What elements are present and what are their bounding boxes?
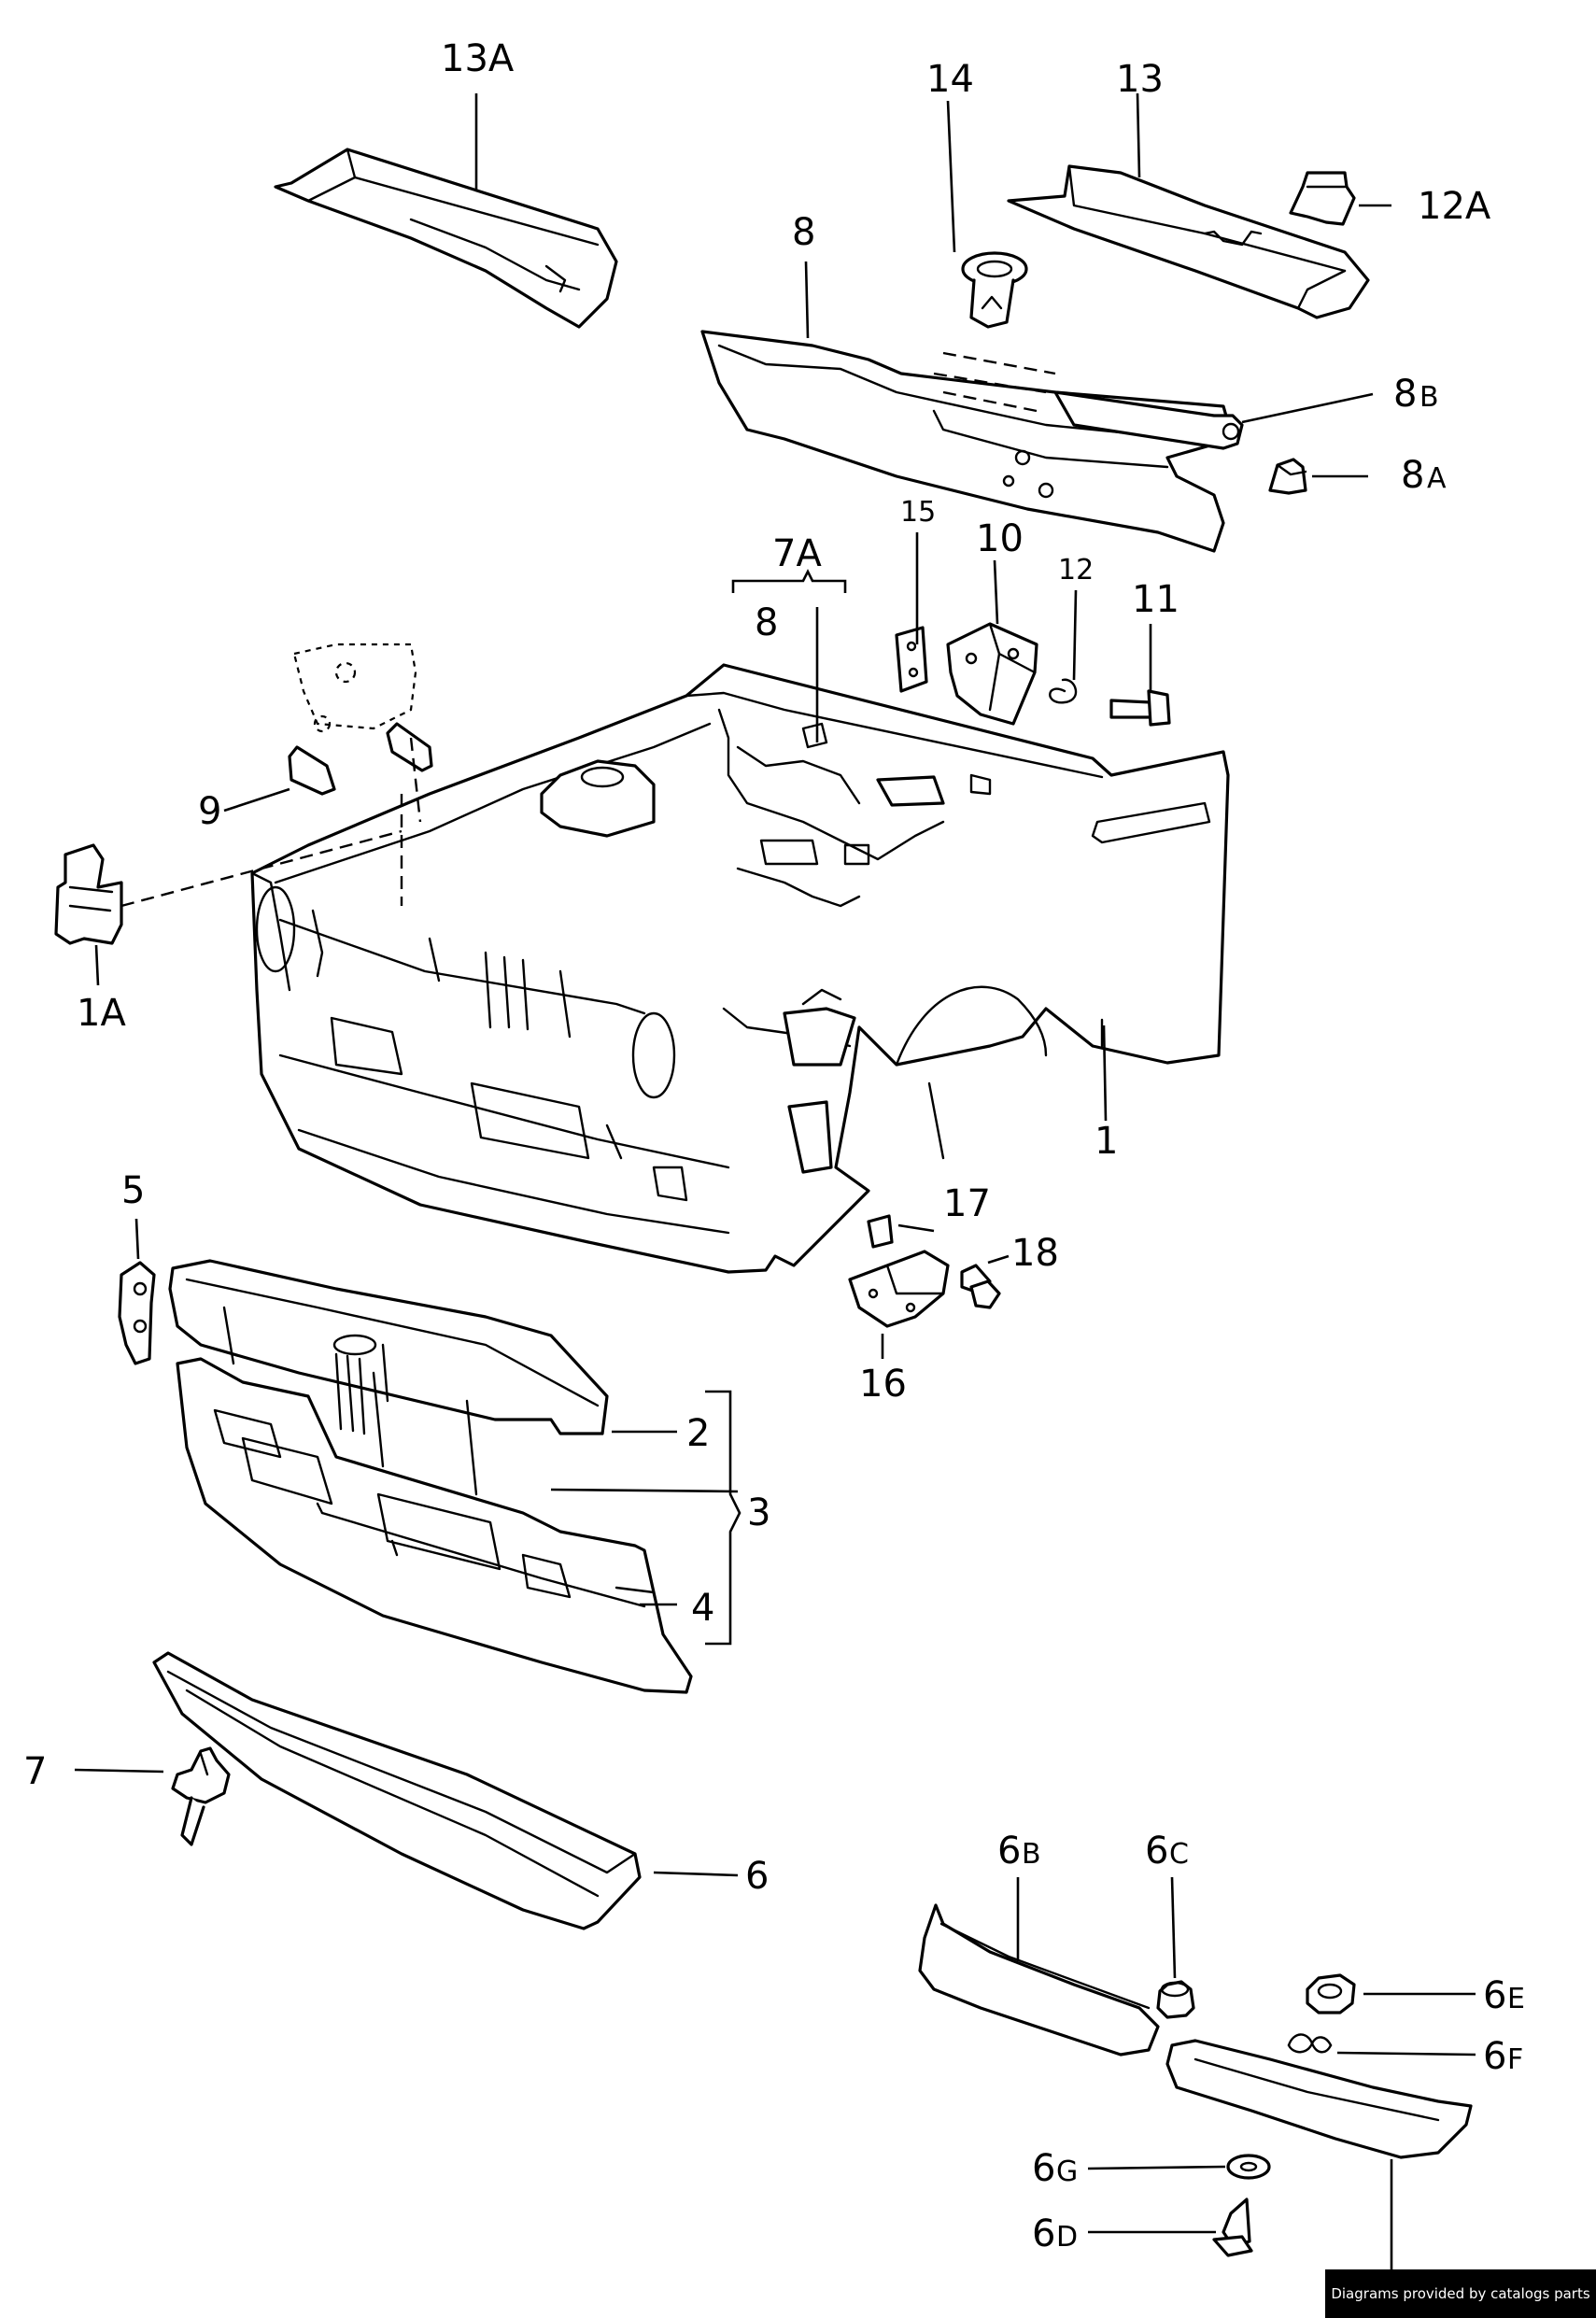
label-8b-number: 8 [1393, 373, 1417, 416]
label-7a-8: 8 [755, 601, 778, 644]
part-7-fastener [171, 1746, 231, 1846]
credit-banner: Diagrams provided by catalogs parts [1325, 2269, 1596, 2318]
label-8-top: 8 [792, 211, 815, 254]
part-8b-dashed-guide [933, 351, 1056, 413]
label-8a-number: 8 [1401, 454, 1424, 497]
part-18-screw [960, 1264, 1001, 1309]
label-18: 18 [1011, 1232, 1059, 1275]
part-13a-cowl-panel [274, 148, 618, 329]
part-6e-nut [1306, 1973, 1356, 2014]
label-6e-letter: E [1507, 1983, 1525, 2015]
label-6g-letter: G [1056, 2155, 1078, 2188]
label-6e-number: 6 [1483, 1974, 1506, 2017]
part-13-cowl-panel [1007, 164, 1370, 319]
label-9: 9 [198, 790, 221, 833]
label-6d-letter: D [1056, 2221, 1078, 2254]
bracket-3 [705, 1390, 742, 1646]
label-6g-number: 6 [1032, 2147, 1055, 2190]
label-17: 17 [943, 1182, 991, 1225]
label-14: 14 [926, 58, 974, 101]
part-6-spoiler-right [1165, 2039, 1473, 2159]
label-16: 16 [859, 1363, 907, 1406]
part-15-bracket [895, 626, 928, 693]
label-5: 5 [121, 1169, 145, 1212]
label-6: 6 [745, 1855, 769, 1898]
label-12a: 12A [1418, 185, 1491, 228]
label-6f-number: 6 [1483, 2035, 1506, 2078]
label-13a: 13A [441, 37, 515, 80]
label-4: 4 [691, 1587, 714, 1630]
part-1a-dashed-guide [120, 829, 403, 908]
label-1a: 1A [77, 992, 126, 1035]
part-4-lower-panel [176, 1352, 693, 1694]
label-8a-letter: A [1427, 462, 1447, 495]
part-16-bracket [848, 1250, 950, 1328]
part-6d-screw [1212, 2198, 1253, 2257]
part-8-upper-panel [700, 330, 1244, 553]
label-7: 7 [23, 1750, 47, 1793]
part-12a-bracket [1289, 171, 1356, 226]
label-3: 3 [747, 1491, 770, 1534]
label-6f-letter: F [1507, 2043, 1523, 2076]
part-6f-washer [1287, 2033, 1333, 2054]
part-2-upper-crossmember [168, 1259, 609, 1435]
label-6c-number: 6 [1145, 1830, 1168, 1873]
label-15: 15 [900, 496, 936, 529]
part-12-clip [1049, 678, 1078, 704]
part-6g-washer [1226, 2154, 1271, 2180]
part-17-clip [867, 1214, 894, 1249]
part-1a-side-member [54, 843, 123, 945]
part-14-grommet [961, 251, 1028, 329]
part-11-bolt [1109, 689, 1171, 727]
part-10-support-bracket [946, 622, 1038, 726]
leader-lines [74, 92, 1476, 2318]
label-10: 10 [976, 517, 1024, 560]
part-1-front-body-shell [250, 663, 1230, 1274]
label-12: 12 [1058, 554, 1094, 587]
label-8b-letter: B [1419, 381, 1439, 414]
part-5-plate [118, 1261, 156, 1365]
label-6c-letter: C [1169, 1838, 1189, 1871]
part-9-reinforcement-brackets [288, 643, 433, 796]
label-6b-number: 6 [997, 1830, 1021, 1873]
part-6b-spoiler-left [918, 1903, 1160, 2057]
label-11: 11 [1132, 578, 1179, 621]
label-6b-letter: B [1022, 1838, 1041, 1871]
part-7a-bracket [731, 569, 847, 593]
label-1: 1 [1095, 1120, 1118, 1163]
label-13: 13 [1116, 58, 1164, 101]
part-6-lower-crossmember [152, 1651, 642, 1930]
label-2: 2 [686, 1412, 710, 1455]
part-9-dashed-guide [400, 737, 422, 906]
label-6d-number: 6 [1032, 2212, 1055, 2255]
part-8a-cap [1268, 458, 1307, 495]
label-7a: 7A [772, 532, 822, 575]
part-6c-bushing [1156, 1980, 1195, 2019]
part-labels: 13A 14 13 12A 8 8 B 8 A 7A 8 15 10 12 11… [23, 37, 1525, 2255]
